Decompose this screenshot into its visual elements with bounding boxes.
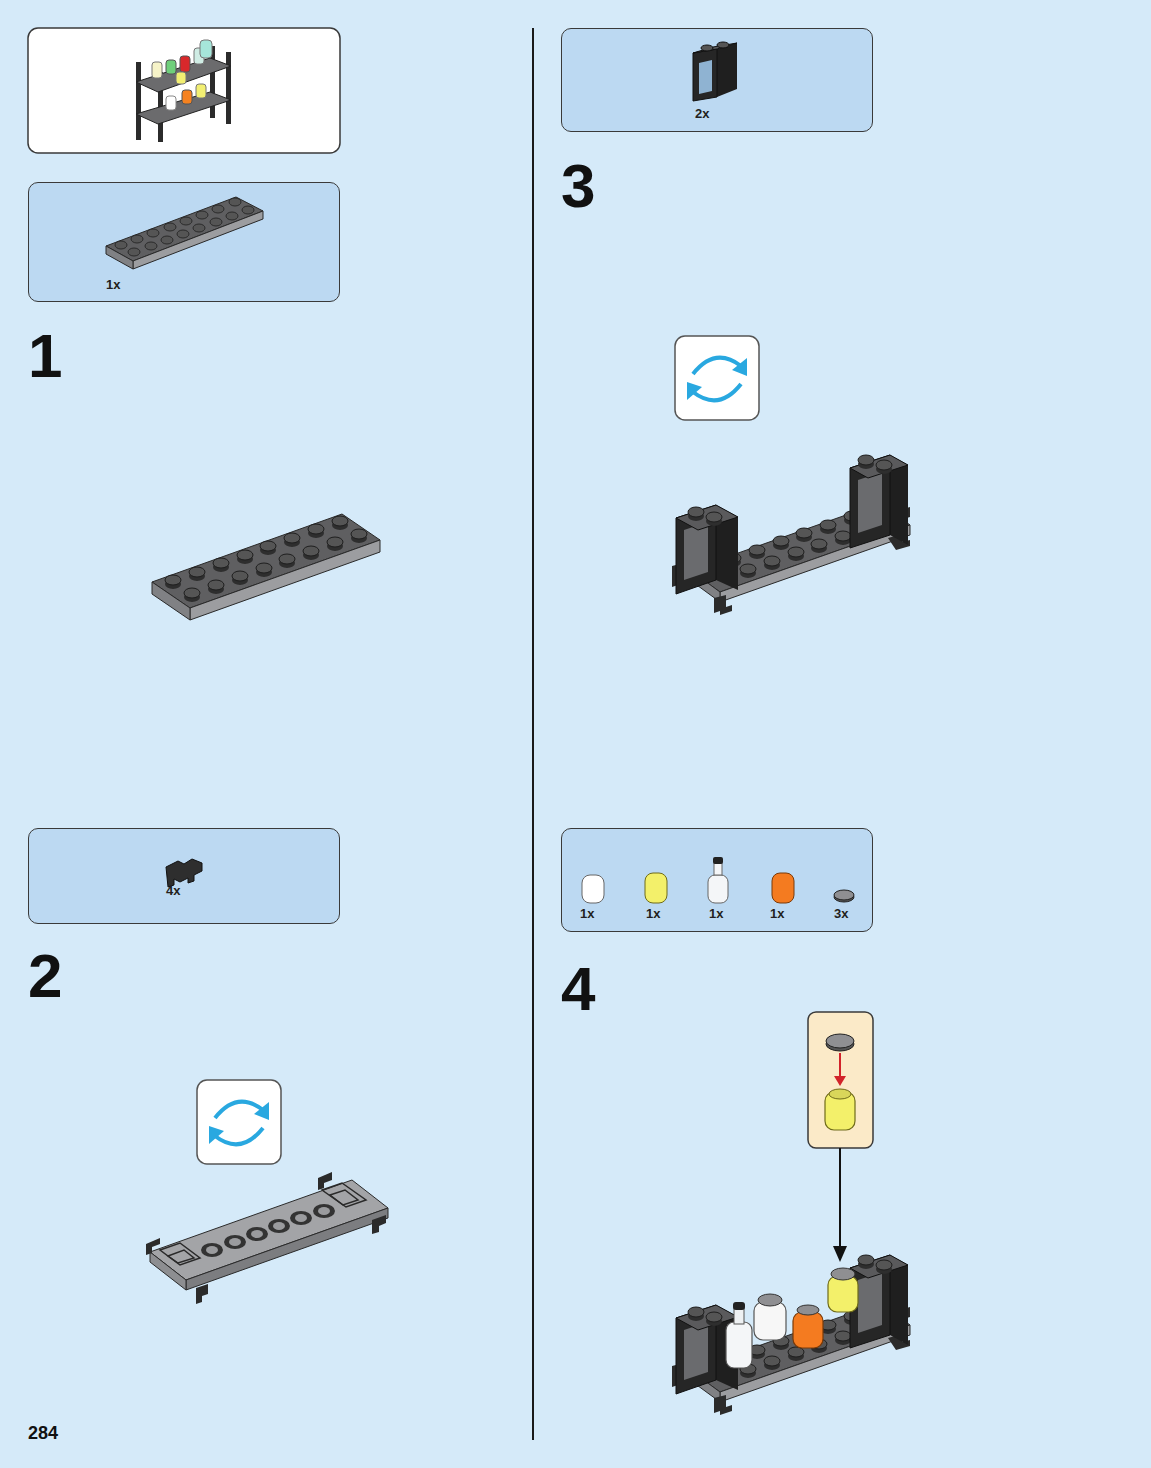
step-number: 2 — [28, 945, 62, 1007]
page-number: 284 — [28, 1424, 58, 1442]
parts-callout-box: 4x — [28, 828, 340, 924]
part-count: 3x — [834, 907, 848, 920]
part-count: 1x — [106, 278, 120, 291]
parts-callout-box: 1x — [28, 182, 340, 302]
part-count: 2x — [695, 107, 709, 120]
parts-callout-box: 1x 1x 1x 1x 3x — [561, 828, 873, 932]
part-count: 1x — [709, 907, 723, 920]
clip-part — [29, 829, 341, 925]
frame-part — [562, 29, 874, 133]
step-number: 3 — [561, 155, 595, 217]
part-count: 4x — [166, 884, 180, 897]
step-number: 4 — [561, 958, 595, 1020]
part-count: 1x — [646, 907, 660, 920]
step-number: 1 — [28, 325, 62, 387]
plate-part — [29, 183, 341, 303]
parts-callout-box: 2x — [561, 28, 873, 132]
part-count: 1x — [580, 907, 594, 920]
part-count: 1x — [770, 907, 784, 920]
